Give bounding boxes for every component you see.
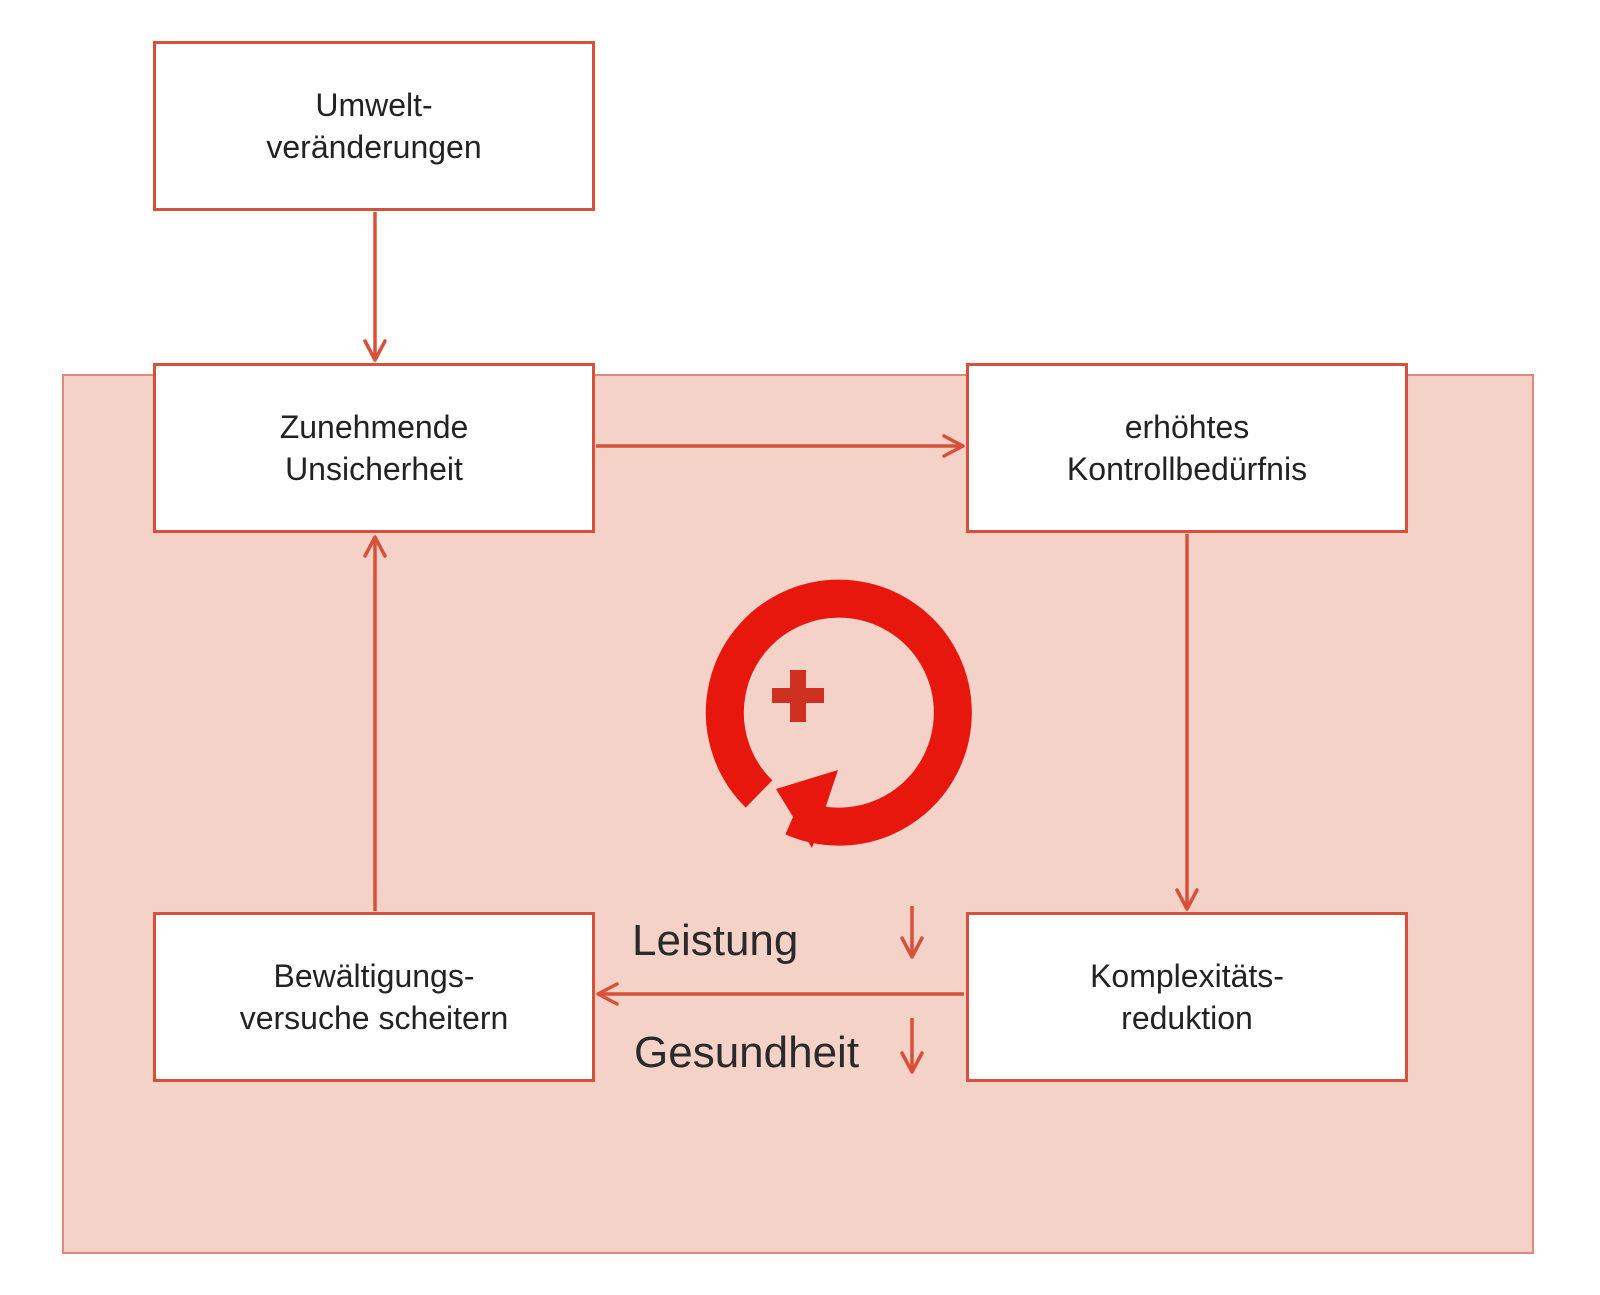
box-erhoehtes-kontrollbeduerfnis: erhöhtes Kontrollbedürfnis: [966, 363, 1408, 533]
box-label-line: Umwelt-: [315, 87, 433, 123]
box-label-line: versuche scheitern: [239, 1000, 509, 1036]
box-label-line: Unsicherheit: [285, 451, 463, 487]
reinforcing-loop-icon: [705, 579, 972, 848]
gesundheit-label: Gesundheit: [634, 1028, 860, 1077]
box-zunehmende-unsicherheit: Zunehmende Unsicherheit: [153, 363, 595, 533]
leistung-label: Leistung: [632, 916, 799, 965]
box-bewaeltigungsversuche-scheitern: Bewältigungs- versuche scheitern: [153, 912, 595, 1082]
box-label-line: Bewältigungs-: [273, 958, 475, 994]
box-komplexitaetsreduktion: Komplexitäts- reduktion: [966, 912, 1408, 1082]
box-umweltveraenderungen: Umwelt- veränderungen: [153, 41, 595, 211]
plus-icon: [772, 670, 824, 722]
box-label-line: Kontrollbedürfnis: [1066, 451, 1308, 487]
box-label-line: reduktion: [1121, 1000, 1253, 1036]
box-label-line: veränderungen: [266, 129, 482, 165]
box-label-line: erhöhtes: [1124, 409, 1250, 445]
box-label-line: Komplexitäts-: [1090, 958, 1284, 994]
box-label-line: Zunehmende: [279, 409, 469, 445]
